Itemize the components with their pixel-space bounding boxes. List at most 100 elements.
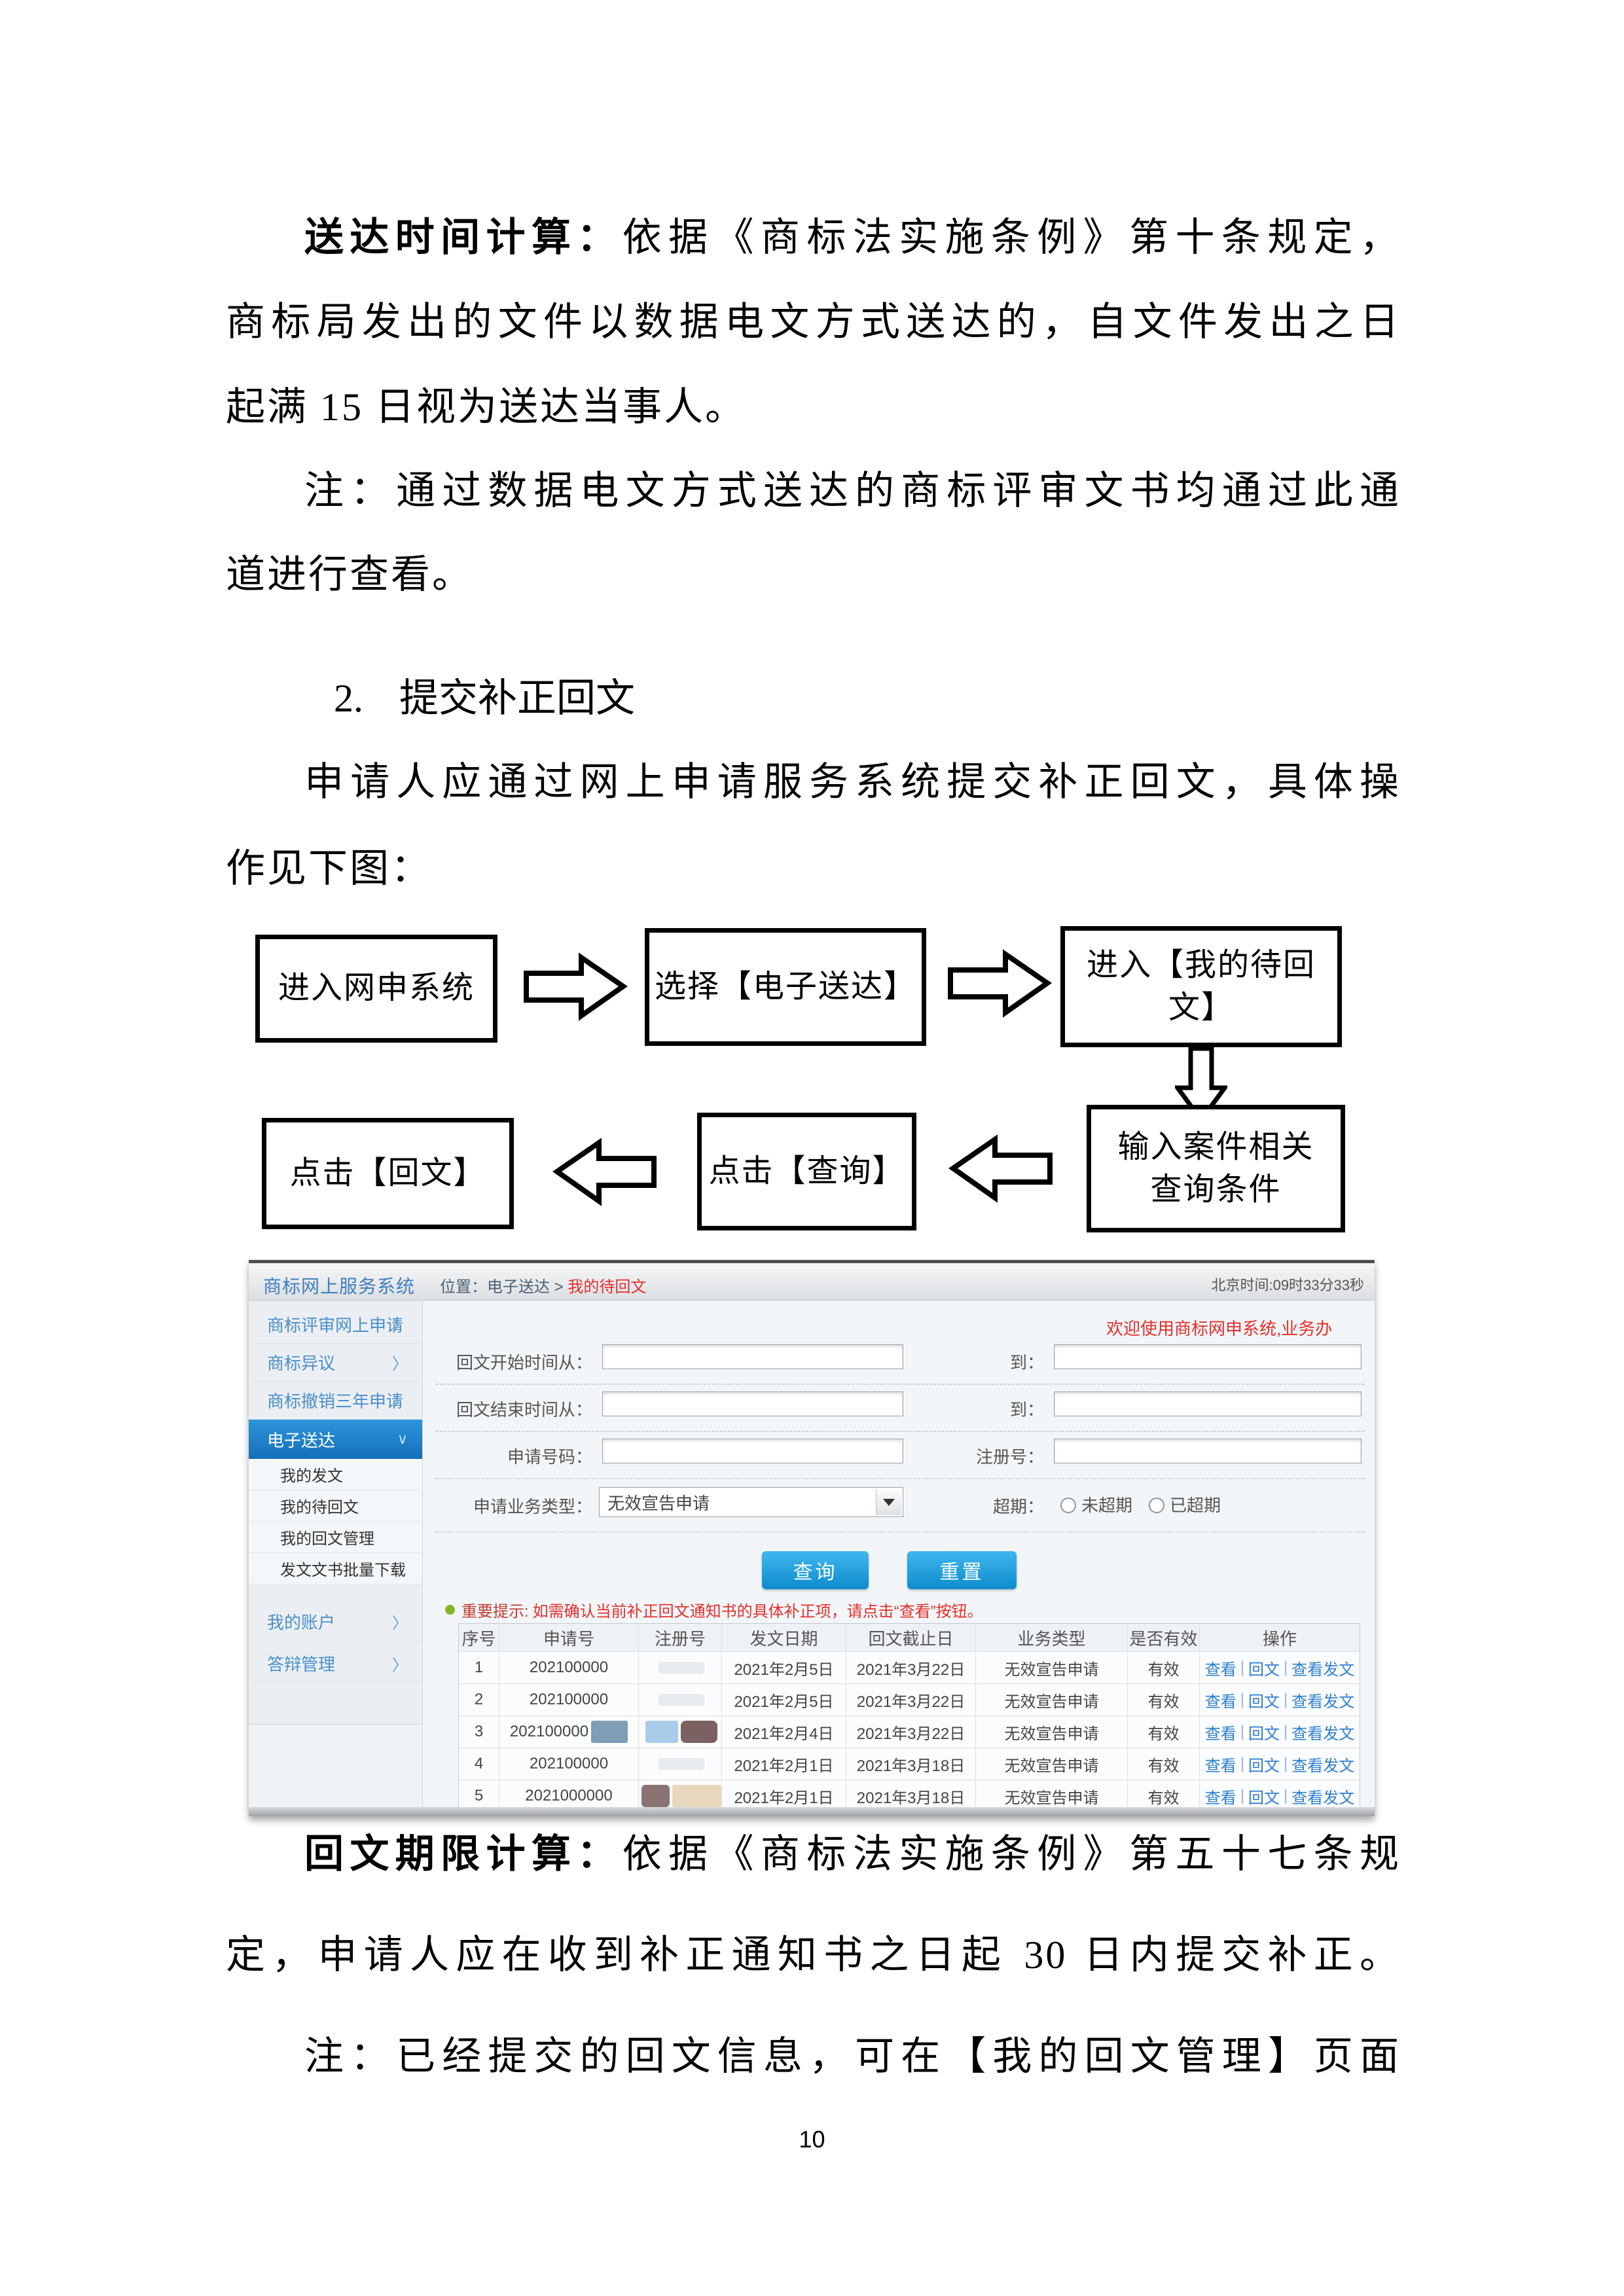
col-header-reg-no: 注册号	[639, 1624, 722, 1651]
col-header-issue-date: 发文日期	[722, 1624, 846, 1651]
form-separator	[435, 1431, 1365, 1432]
reply-end-time-label: 回文结束时间从：	[456, 1400, 592, 1420]
business-type-select[interactable]: 无效宣告申请	[599, 1487, 903, 1517]
view-link[interactable]: 查看	[1204, 1693, 1236, 1711]
results-table: 序号 申请号 注册号 发文日期 回文截止日 业务类型 是否有效 操作 1 202…	[458, 1623, 1360, 1812]
paragraph-4-lead: 回文期限计算：	[304, 1832, 623, 1876]
reply-end-to-input[interactable]	[1054, 1391, 1362, 1416]
radio-icon[interactable]	[1149, 1498, 1164, 1513]
flow-box-enter-system: 进入网申系统	[255, 935, 497, 1043]
reply-link[interactable]: 回文	[1248, 1725, 1280, 1743]
cell-reg-no	[639, 1748, 722, 1780]
overdue-radio-not-label: 未超期	[1081, 1496, 1133, 1515]
cell-actions: 查看|回文|查看发文	[1200, 1684, 1360, 1715]
cell-valid: 有效	[1128, 1652, 1200, 1683]
col-header-valid: 是否有效	[1128, 1624, 1200, 1651]
action-separator: |	[1284, 1787, 1288, 1804]
paragraph-4-line-1: 回文期限计算：依据《商标法实施条例》第五十七条规	[226, 1829, 1401, 1879]
view-sent-link[interactable]: 查看发文	[1291, 1660, 1355, 1679]
reply-end-time-input[interactable]	[602, 1391, 903, 1416]
sidebar-item-my-pending-reply[interactable]: 我的待回文	[249, 1490, 422, 1522]
sidebar-item-label: 我的待回文	[280, 1499, 359, 1516]
radio-icon[interactable]	[1060, 1498, 1076, 1513]
cell-biz-type: 无效宣告申请	[976, 1716, 1128, 1748]
business-type-selected-value: 无效宣告申请	[607, 1493, 710, 1513]
cell-issue-date: 2021年2月5日	[722, 1684, 846, 1715]
paragraph-1-line-1: 送达时间计算：依据《商标法实施条例》第十条规定，	[226, 213, 1401, 262]
reply-link[interactable]: 回文	[1248, 1660, 1280, 1679]
registration-number-input[interactable]	[1054, 1439, 1362, 1463]
reply-link[interactable]: 回文	[1248, 1693, 1280, 1711]
sidebar-item-label: 发文文书批量下载	[280, 1562, 406, 1579]
arrow-left-icon	[552, 1138, 657, 1206]
arrow-right-icon	[948, 949, 1053, 1018]
select-dropdown-icon[interactable]	[876, 1489, 901, 1515]
app-no-text: 202100000	[529, 1659, 609, 1676]
sidebar-item-opposition[interactable]: 商标异议〉	[249, 1344, 422, 1382]
col-header-deadline: 回文截止日	[846, 1624, 976, 1651]
flow-box-click-query: 点击【查询】	[697, 1113, 916, 1230]
cell-deadline: 2021年3月22日	[846, 1716, 976, 1748]
action-separator: |	[1240, 1723, 1244, 1740]
breadcrumb-prefix: 位置：电子送达 >	[440, 1278, 564, 1296]
reply-link[interactable]: 回文	[1248, 1757, 1280, 1775]
view-sent-link[interactable]: 查看发文	[1291, 1789, 1355, 1807]
paragraph-5-text: 注：已经提交的回文信息，可在【我的回文管理】页面	[304, 2035, 1401, 2078]
cell-issue-date: 2021年2月5日	[722, 1652, 846, 1683]
view-link[interactable]: 查看	[1204, 1757, 1236, 1775]
section-title: 提交补正回文	[399, 677, 635, 720]
paragraph-2-text: 注：通过数据电文方式送达的商标评审文书均通过此通	[304, 469, 1401, 512]
overdue-radio-not[interactable]: 未超期	[1060, 1492, 1132, 1516]
sidebar-item-batch-download[interactable]: 发文文书批量下载	[249, 1553, 422, 1585]
sidebar: 商标评审网上申请〉 商标异议〉 商标撤销三年申请〉 电子送达∨ 我的发文 我的待…	[249, 1300, 423, 1816]
table-row: 3 202100000 2021年2月4日 2021年3月22日 无效宣告申请 …	[459, 1716, 1360, 1748]
cell-biz-type: 无效宣告申请	[976, 1780, 1128, 1812]
view-link[interactable]: 查看	[1204, 1660, 1236, 1679]
sidebar-item-my-sent-docs[interactable]: 我的发文	[249, 1459, 422, 1490]
arrow-down-icon	[1175, 1046, 1227, 1123]
table-row: 1 202100000 2021年2月5日 2021年3月22日 无效宣告申请 …	[459, 1652, 1360, 1684]
redaction-mask	[591, 1721, 628, 1743]
cell-issue-date: 2021年2月4日	[722, 1716, 846, 1748]
arrow-right-icon	[524, 952, 628, 1021]
reply-start-time-label: 回文开始时间从：	[456, 1353, 592, 1372]
col-header-app-no: 申请号	[499, 1624, 639, 1651]
cell-app-no: 202100000	[499, 1748, 639, 1780]
system-screenshot: 商标网上服务系统 位置：电子送达 > 我的待回文 北京时间:09时33分33秒 …	[249, 1260, 1375, 1816]
reply-link[interactable]: 回文	[1248, 1789, 1280, 1807]
action-separator: |	[1284, 1691, 1288, 1708]
sidebar-item-revocation-3year[interactable]: 商标撤销三年申请〉	[249, 1382, 422, 1420]
cell-seq: 4	[459, 1748, 499, 1780]
view-sent-link[interactable]: 查看发文	[1291, 1693, 1355, 1711]
sidebar-footer-area	[249, 1724, 422, 1816]
sidebar-item-edelivery-active[interactable]: 电子送达∨	[249, 1420, 422, 1459]
redaction-mask	[681, 1721, 717, 1743]
redaction-mask	[659, 1758, 704, 1770]
application-number-input[interactable]	[602, 1439, 903, 1463]
paragraph-3-line-2: 作见下图：	[226, 847, 432, 890]
cell-biz-type: 无效宣告申请	[976, 1748, 1128, 1780]
sidebar-item-my-reply-management[interactable]: 我的回文管理	[249, 1522, 422, 1553]
app-no-text: 202100000	[529, 1755, 609, 1772]
view-sent-link[interactable]: 查看发文	[1291, 1725, 1355, 1743]
action-separator: |	[1240, 1755, 1244, 1772]
sidebar-item-defense-management[interactable]: 答辩管理〉	[249, 1645, 422, 1683]
reply-start-time-input[interactable]	[602, 1344, 903, 1369]
sidebar-item-review-online-apply[interactable]: 商标评审网上申请〉	[249, 1306, 422, 1344]
form-separator	[435, 1532, 1365, 1533]
overdue-radio-yes[interactable]: 已超期	[1149, 1492, 1221, 1516]
beijing-time: 北京时间:09时33分33秒	[1211, 1277, 1364, 1293]
view-link[interactable]: 查看	[1204, 1789, 1236, 1807]
cell-reg-no	[639, 1716, 722, 1748]
reply-start-to-input[interactable]	[1054, 1344, 1362, 1369]
reply-end-to-label: 到：	[1009, 1400, 1044, 1420]
cell-valid: 有效	[1128, 1716, 1200, 1748]
reset-button[interactable]: 重置	[907, 1551, 1017, 1589]
sidebar-item-my-account[interactable]: 我的账户〉	[249, 1603, 422, 1641]
redaction-mask	[659, 1694, 704, 1706]
chevron-right-icon: 〉	[392, 1615, 408, 1632]
query-button[interactable]: 查询	[762, 1551, 869, 1589]
view-sent-link[interactable]: 查看发文	[1291, 1757, 1355, 1775]
view-link[interactable]: 查看	[1204, 1725, 1236, 1743]
cell-actions: 查看|回文|查看发文	[1200, 1716, 1360, 1748]
